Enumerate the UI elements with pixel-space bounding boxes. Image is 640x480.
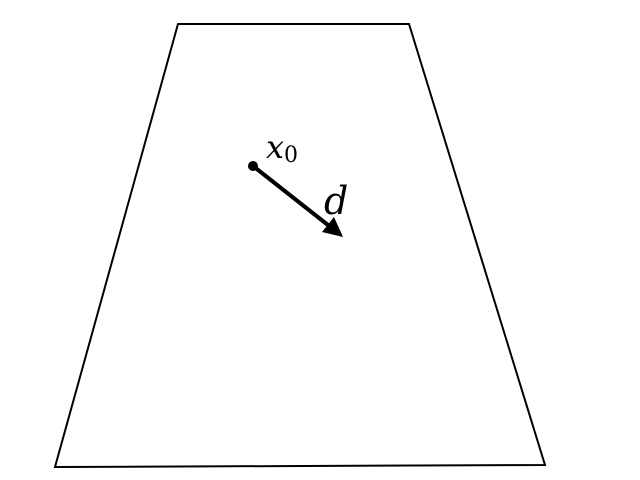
point-label: x0 — [266, 128, 298, 168]
direction-label: d — [324, 179, 348, 223]
direction-arrowhead — [322, 217, 343, 237]
trapezoid-region — [53, 23, 547, 469]
point-label-subscript: 0 — [284, 143, 298, 168]
direction-arrow — [251, 164, 335, 231]
point-label-base: x — [266, 128, 284, 166]
